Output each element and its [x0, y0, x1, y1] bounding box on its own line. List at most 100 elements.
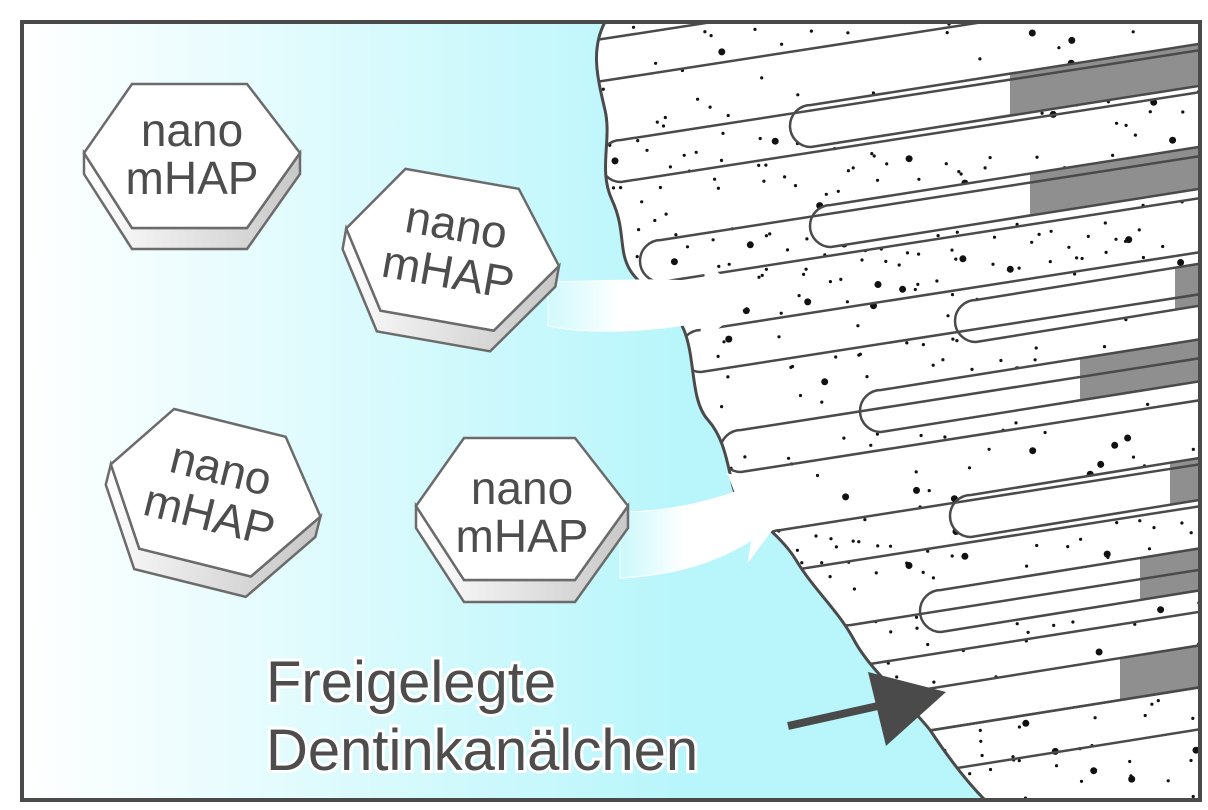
hex-top [344, 167, 561, 332]
dentin-dot [936, 234, 940, 238]
caption-line1: Freigelegte [266, 650, 556, 715]
dentin-dot [668, 165, 673, 169]
particle-hexagon: nano mHAP [104, 407, 323, 599]
dentin-dot [1189, 531, 1193, 535]
dentin-dot [779, 311, 783, 315]
dentin-dot [888, 544, 893, 548]
dentin-dot [708, 105, 712, 109]
particle-hexagon: nano mHAP [414, 436, 630, 604]
dentin-dot [967, 466, 972, 470]
dentin-dot [895, 675, 899, 679]
dentin-dot [674, 233, 678, 237]
dentin-dot [875, 432, 880, 436]
dentin-dot [1161, 244, 1165, 249]
dentin-dot [611, 186, 616, 190]
dentin-dot [852, 587, 857, 591]
dentin-dot [874, 571, 878, 575]
dentin-dot [1147, 547, 1152, 551]
dentin-dot [945, 30, 949, 35]
dentin-dot [842, 493, 850, 501]
dentin-dot [905, 562, 913, 569]
dentin-dot [1071, 620, 1075, 624]
tubule-outline [788, 37, 1200, 149]
dentin-dot [955, 230, 959, 234]
dentin-dot [824, 192, 828, 196]
dentin-dot [1093, 716, 1097, 720]
tubule-opening [900, 657, 1120, 732]
dentin-dot [1115, 121, 1119, 125]
dentin-dot [935, 279, 939, 283]
dentin-dot [726, 113, 730, 118]
dentin-dot [851, 166, 855, 170]
dentin-dot [1125, 236, 1133, 244]
dentin-surface [596, 22, 1200, 800]
dentin-dot [809, 29, 814, 33]
dentin-dot [913, 287, 917, 292]
dentin-dot [1080, 256, 1084, 261]
dentin-dot [1137, 228, 1141, 232]
dentin-dot [789, 365, 793, 369]
tubule-opening [950, 462, 1170, 537]
particle-hexagon: nano mHAP [82, 82, 302, 251]
dentin-dot [961, 552, 969, 560]
dentin-dot [1029, 447, 1037, 455]
dentin-dot [804, 267, 808, 271]
dentin-dot [746, 241, 754, 249]
dentin-dot [1014, 421, 1018, 425]
dentin-dot [978, 57, 982, 61]
dentin-dot [943, 435, 947, 439]
hex-top [414, 436, 630, 582]
dentin-dot [914, 470, 918, 474]
dentin-dot [1103, 550, 1111, 558]
dentin-dot [1169, 136, 1177, 144]
dentin-dot [1040, 111, 1044, 115]
dentin-dot [661, 124, 666, 128]
dentin-dot [836, 189, 840, 193]
dentin-dot [758, 136, 762, 141]
dentin-dot [950, 248, 954, 252]
dentin-dot [664, 212, 668, 216]
dentin-dot [1095, 648, 1103, 656]
tubule-opening [920, 557, 1140, 632]
dentin-dot [780, 42, 784, 46]
dentin-dot [1035, 155, 1039, 159]
dentin-dot [742, 307, 750, 315]
dentin-dot [653, 218, 657, 223]
caption-pointer-head [868, 672, 946, 746]
dentin-dot [1043, 430, 1047, 435]
dentin-dot [828, 575, 832, 579]
dentin-dot [858, 352, 863, 356]
dentin-dot [804, 298, 812, 306]
frame-border [20, 20, 1202, 802]
dentin-dot [876, 544, 880, 548]
dentin-dot [992, 235, 997, 239]
dentin-dot [805, 237, 809, 241]
dentin-dot [856, 324, 860, 328]
dentin-dot [1048, 260, 1052, 264]
dentin-dot [874, 281, 882, 288]
dentin-dot [636, 139, 640, 143]
dentin-dot [820, 400, 824, 404]
dentin-dot [914, 615, 919, 619]
particle-layer: nano mHAP nano mHAP nano mHAP nano mHAP [82, 82, 630, 604]
dentin-dot [1057, 46, 1061, 50]
dentin-dot [764, 234, 769, 238]
dentin-dot [1129, 774, 1133, 778]
dentin-dot [863, 518, 867, 522]
dentin-dot [1097, 460, 1105, 468]
dentin-tubules [596, 22, 1200, 779]
dentin-dot [1191, 716, 1195, 721]
dentin-dot [860, 258, 864, 262]
dentin-dot [955, 339, 959, 343]
dentin-dot [865, 375, 869, 379]
dentin-dot [1152, 526, 1156, 530]
dentin-dot [1054, 764, 1059, 768]
dentin-dot [771, 137, 779, 145]
dentin-dot [869, 443, 873, 447]
dentin-dot [821, 378, 829, 386]
dentin-dot [834, 355, 838, 359]
tubule-outline [918, 542, 1200, 634]
dentin-dot [760, 76, 764, 80]
dentin-dot [872, 154, 876, 158]
dentin-dot [1068, 36, 1076, 44]
